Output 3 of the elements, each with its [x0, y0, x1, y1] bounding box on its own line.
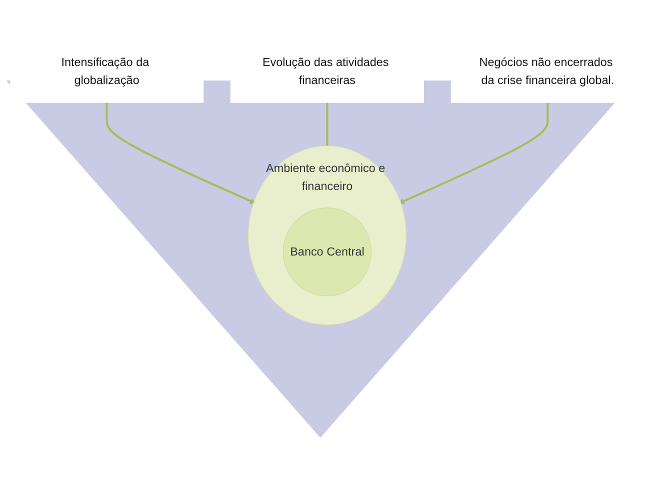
arrow	[106, 102, 256, 204]
node-circle: Banco Central	[282, 208, 372, 296]
arrow	[398, 102, 549, 204]
